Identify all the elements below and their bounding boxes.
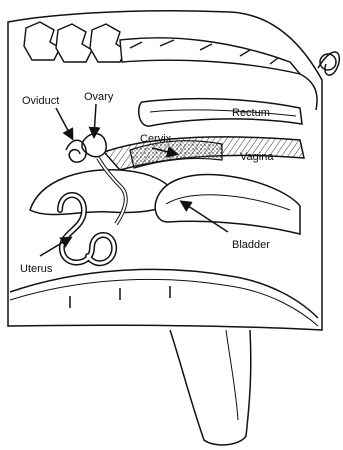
spine: [24, 22, 300, 74]
rectum: [139, 99, 302, 127]
label-cervix: Cervix: [140, 133, 172, 145]
uterine-body: [30, 170, 176, 215]
oviduct-arrow: [56, 108, 72, 138]
label-rectum: Rectum: [232, 107, 270, 119]
ovary-arrow: [94, 104, 96, 136]
hind-leg: [170, 330, 251, 445]
label-vagina: Vagina: [240, 151, 274, 163]
abdominal-wall: [10, 269, 318, 318]
label-ovary: Ovary: [84, 91, 114, 103]
bladder: [155, 175, 300, 234]
label-uterus: Uterus: [20, 263, 53, 275]
teats: [70, 286, 170, 308]
label-bladder: Bladder: [232, 239, 270, 251]
label-oviduct: Oviduct: [22, 95, 59, 107]
oviduct: [66, 140, 86, 162]
